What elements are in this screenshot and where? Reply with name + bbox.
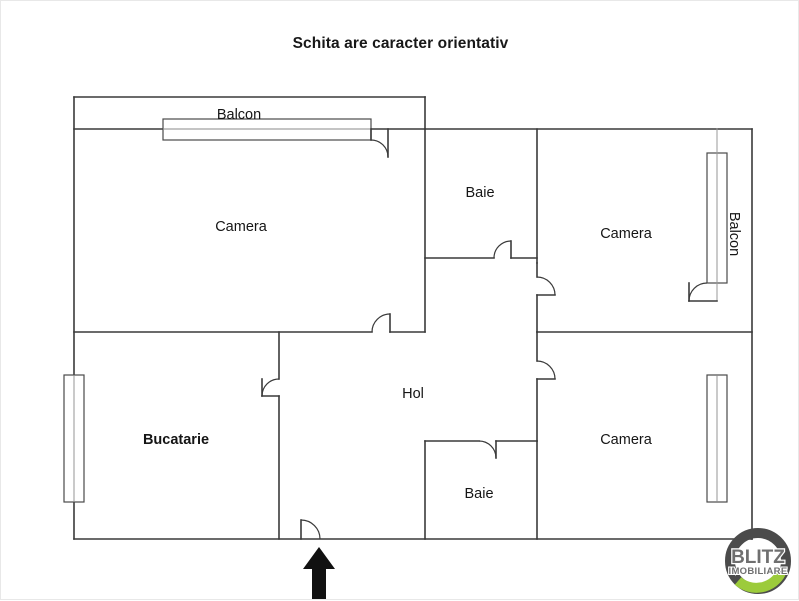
logo-tagline-text: IMOBILIARE [729, 566, 788, 577]
balcony-right-door-arc [688, 282, 708, 302]
logo-brand-text: BLITZ [731, 547, 785, 568]
camera-tl-door-arc [371, 313, 391, 333]
balcony-right-structure [688, 128, 728, 302]
camera-bottom-right-walls [536, 331, 728, 503]
balcony-top-slab [162, 118, 372, 141]
camera-br-door-arc [536, 360, 556, 380]
baie-top-walls [424, 128, 538, 264]
baie-bottom-walls [424, 440, 538, 540]
baie-bottom-door-arc [478, 440, 497, 459]
entrance-door-arc [300, 519, 321, 540]
door-hol-camera-tr [536, 262, 556, 333]
bucatarie-door-arc [261, 378, 280, 397]
entrance-door [300, 519, 321, 540]
up-arrow-icon [303, 547, 335, 599]
baie-top-door-arc [493, 240, 512, 259]
entrance-arrow [303, 547, 335, 599]
balcony-top-structure [162, 118, 389, 158]
page-title: Schita are caracter orientativ [292, 35, 509, 52]
blitz-imobiliare-logo: BLITZ IMOBILIARE [719, 523, 797, 599]
camera-top-left-walls [73, 128, 426, 333]
door-tr-arc [536, 276, 556, 296]
logo-green-arc-icon [734, 570, 786, 593]
outer-walls [73, 96, 753, 540]
logo-svg: BLITZ IMOBILIARE [725, 528, 791, 594]
balcony-top-door-arc [370, 139, 389, 158]
bucatarie-walls [63, 331, 280, 540]
